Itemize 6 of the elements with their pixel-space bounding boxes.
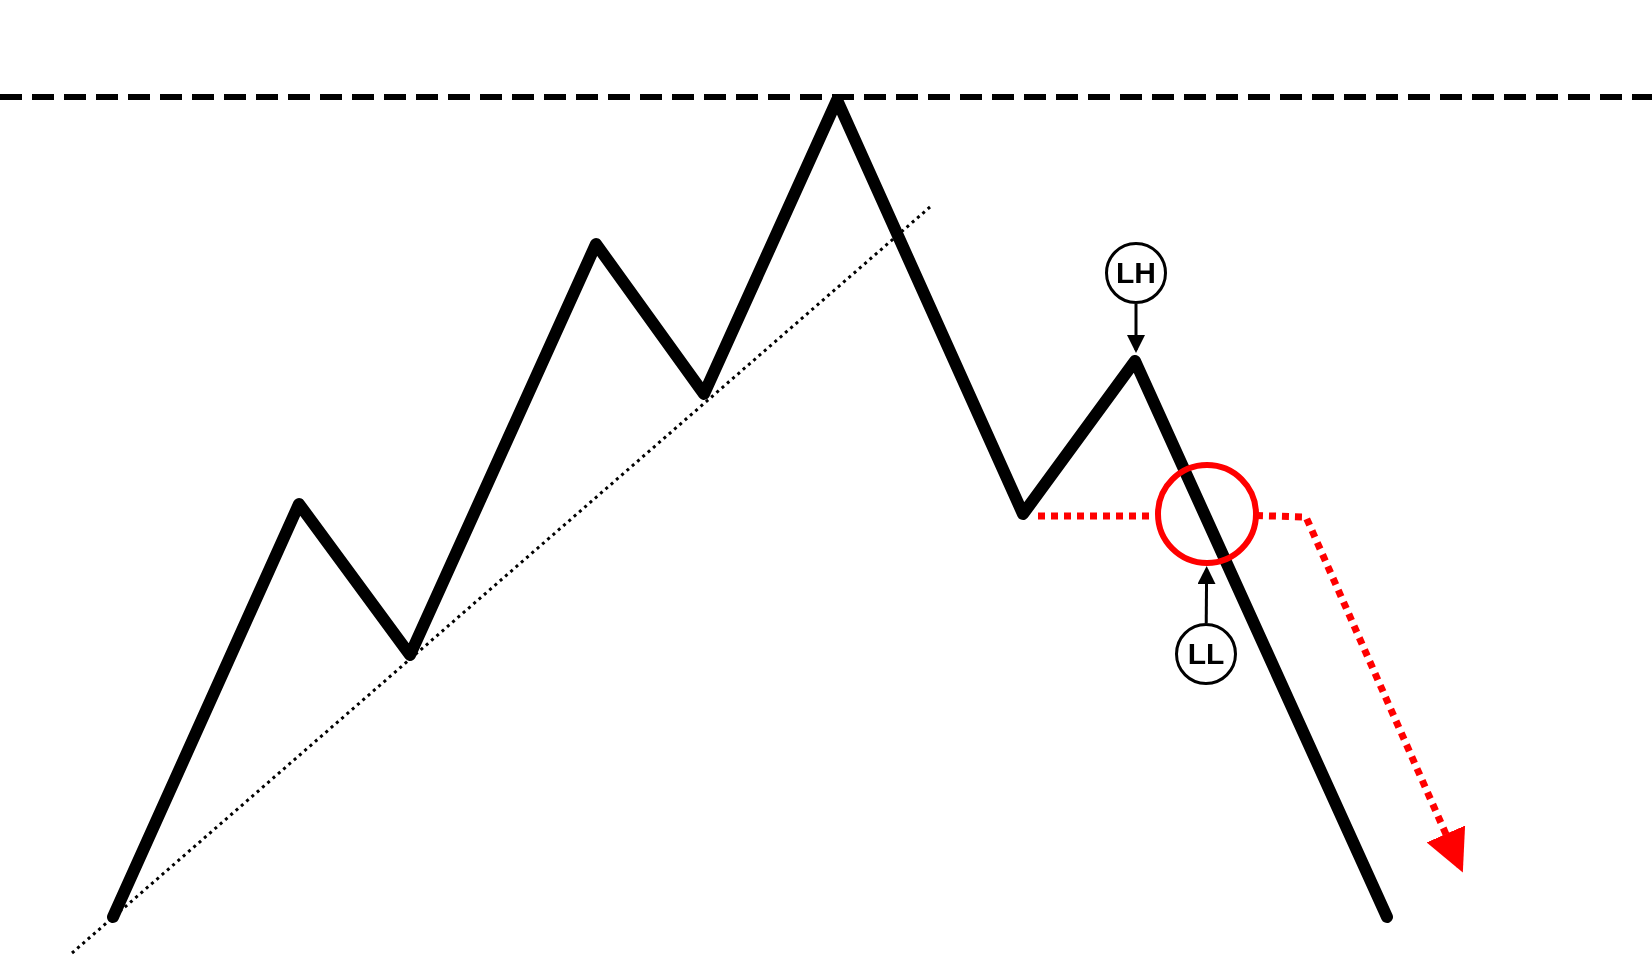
pattern-label: LH: [1116, 258, 1156, 288]
projection-arrow: [1255, 512, 1466, 873]
pattern-label: LL: [1187, 639, 1225, 669]
arrow: [1127, 304, 1145, 353]
breakout-circle: [1155, 462, 1259, 566]
arrow: [1197, 566, 1216, 623]
